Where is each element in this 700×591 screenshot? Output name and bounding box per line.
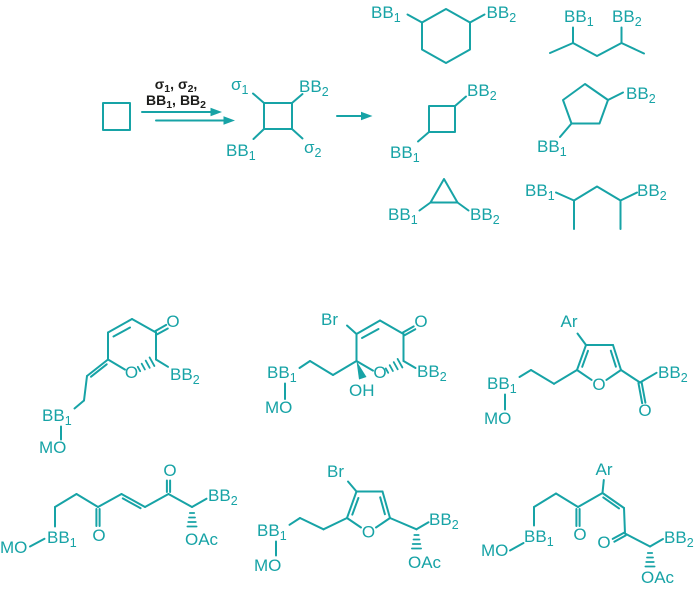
bb2-label: BB2 (170, 365, 200, 387)
reagents-text: σ1,σ2, BB1,BB2 (146, 76, 206, 111)
acetoxy-label: OAc (641, 568, 675, 587)
bromo-label: Br (327, 462, 344, 481)
bb1-label: BB1 (525, 181, 555, 203)
hashed-bond (136, 356, 156, 373)
carbonyl-oxygen-label: O (414, 312, 427, 331)
enedione-left-skeleton (29, 479, 208, 548)
bonds-layer (29, 8, 664, 568)
pyranone-bromo-skeleton (284, 319, 417, 400)
mo-label: MO (481, 541, 508, 560)
sigma1-label: σ1 (231, 75, 249, 97)
bb2-label: BB2 (637, 181, 667, 203)
bb2-label: BB2 (664, 528, 694, 550)
bb1-label: BB1 (524, 527, 554, 549)
bb2-label: BB2 (612, 7, 642, 29)
bb1-label: BB1 (42, 406, 72, 428)
hashed-bond (384, 358, 404, 374)
bromo-label: Br (321, 310, 338, 329)
ring-oxygen-label: O (373, 363, 386, 382)
carbonyl-oxygen-label: O (597, 533, 610, 552)
sigma2-label: σ2 (304, 138, 322, 160)
acetoxy-label: OAc (185, 530, 219, 549)
bb1-label: BB1 (487, 374, 517, 396)
ring-oxygen-label: O (125, 363, 138, 382)
bb1-label: BB1 (226, 141, 256, 163)
furan-bromo-skeleton (275, 480, 430, 557)
product-pentane-bottom (555, 185, 638, 230)
mo-label: MO (265, 398, 292, 417)
enedione-aryl-skeleton (509, 479, 664, 568)
bb2-label: BB2 (467, 81, 497, 103)
ring-oxygen-label: O (592, 375, 605, 394)
aryl-label: Ar (561, 312, 578, 331)
bb1-label: BB1 (537, 137, 567, 159)
mo-label: MO (39, 438, 66, 457)
arrowhead (361, 111, 373, 121)
carbonyl-oxygen-label: O (573, 525, 586, 544)
bb2-label: BB2 (299, 77, 329, 99)
arrowhead (223, 116, 235, 125)
structure-labels-layer: σ1 BB2 BB1 σ2 BB1 BB2 BB1 BB2 BB2 BB1 BB… (0, 3, 694, 587)
acetoxy-label: OAc (408, 553, 442, 572)
mo-label: MO (484, 409, 511, 428)
reagents-line1: σ1,σ2, (155, 76, 198, 95)
product-cyclopentane (559, 83, 624, 138)
bb2-label: BB2 (470, 205, 500, 227)
pyranone-left-skeleton (60, 318, 169, 441)
mo-label: MO (0, 538, 27, 557)
wedge-bond (356, 361, 367, 380)
bb2-label: BB2 (487, 3, 517, 25)
hydroxyl-label: OH (349, 381, 375, 400)
reagents-line2: BB1,BB2 (146, 92, 206, 111)
bb2-label: BB2 (208, 486, 238, 508)
product-cyclobutane (417, 95, 467, 143)
bb1-label: BB1 (47, 528, 77, 550)
product-cyclopropane (418, 178, 470, 212)
carbonyl-oxygen-label: O (163, 461, 176, 480)
hashed-bond (186, 512, 198, 528)
hashed-bond (644, 552, 656, 568)
product-cyclohexane (406, 8, 486, 64)
bb1-label: BB1 (564, 7, 594, 29)
bb1-label: BB1 (390, 143, 420, 165)
filled-shapes-layer (210, 107, 373, 380)
product-pentane-top (549, 26, 645, 57)
intermediate-cyclobutane (252, 92, 304, 140)
start-material-square (102, 102, 131, 131)
ring-oxygen-label: O (362, 523, 375, 542)
bb1-label: BB1 (257, 521, 287, 543)
bb2-label: BB2 (429, 510, 459, 532)
bb1-label: BB1 (267, 363, 297, 385)
arrowhead (210, 107, 222, 117)
carbonyl-oxygen-label: O (92, 526, 105, 545)
carbonyl-oxygen-label: O (166, 312, 179, 331)
reaction-arrows (141, 111, 364, 122)
bb1-label: BB1 (371, 3, 401, 25)
bb2-label: BB2 (417, 362, 447, 384)
bb1-label: BB1 (388, 205, 418, 227)
hashed-bond (411, 534, 422, 550)
carbonyl-oxygen-label: O (638, 401, 651, 420)
furan-aryl-skeleton (504, 332, 658, 411)
bb2-label: BB2 (658, 363, 688, 385)
aryl-label: Ar (596, 460, 613, 479)
mo-label: MO (254, 556, 281, 575)
bb2-label: BB2 (626, 84, 656, 106)
